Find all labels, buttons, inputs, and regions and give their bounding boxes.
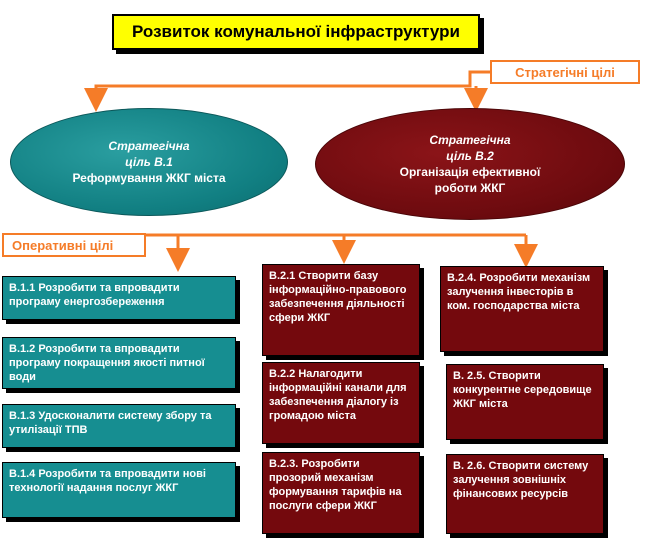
- task-b2-6: В. 2.6. Створити систему залучення зовні…: [446, 454, 604, 534]
- goal-b1-name: Реформування ЖКГ міста: [72, 171, 226, 185]
- goal-b2-code: ціль В.2: [446, 149, 494, 163]
- goal-b1-code: ціль В.1: [125, 155, 173, 169]
- strategic-goals-label: Стратегічні цілі: [490, 60, 640, 84]
- task-b1-2: В.1.2 Розробити та впровадити програму п…: [2, 337, 236, 389]
- operative-goals-label: Оперативні цілі: [2, 233, 146, 257]
- task-b1-4: В.1.4 Розробити та впровадити нові техно…: [2, 462, 236, 518]
- goal-b2-name-line2: роботи ЖКГ: [434, 181, 506, 195]
- task-b2-3: В.2.3. Розробити прозорий механізм форму…: [262, 452, 420, 534]
- strategic-goal-b2: Стратегічна ціль В.2 Організація ефектив…: [315, 108, 625, 220]
- strategic-goal-b1: Стратегічна ціль В.1 Реформування ЖКГ мі…: [10, 108, 288, 216]
- task-b2-5: В. 2.5. Створити конкурентне середовище …: [446, 364, 604, 440]
- goal-b1-heading: Стратегічна: [108, 139, 190, 153]
- goal-b2-heading: Стратегічна: [429, 133, 511, 147]
- task-b2-4: В.2.4. Розробити механізм залучення інве…: [440, 266, 604, 352]
- task-b2-1: В.2.1 Створити базу інформаційно-правово…: [262, 264, 420, 356]
- diagram-title: Розвиток комунальної інфраструктури: [112, 14, 480, 50]
- goal-b2-name-line1: Організація ефективної: [399, 165, 541, 179]
- task-b1-3: В.1.3 Удосконалити систему збору та утил…: [2, 404, 236, 448]
- task-b1-1: В.1.1 Розробити та впровадити програму е…: [2, 276, 236, 320]
- task-b2-2: В.2.2 Налагодити інформаційні канали для…: [262, 362, 420, 444]
- strategic-connector: [84, 70, 490, 112]
